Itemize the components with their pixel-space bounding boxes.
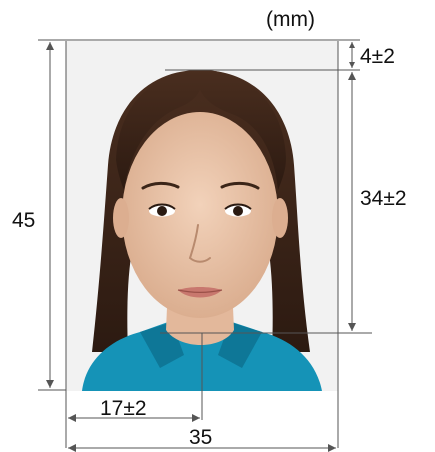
top-margin-label: 4±2 <box>360 45 395 68</box>
eyelid-left <box>148 203 176 210</box>
nose <box>188 224 211 263</box>
portrait-photo <box>66 41 338 391</box>
photo-height-label: 45 <box>12 209 36 232</box>
iris-left <box>157 206 167 216</box>
unit-label: (mm) <box>266 8 315 31</box>
eyebrow-right <box>220 181 260 190</box>
mouth-line <box>177 289 223 293</box>
eyebrow-left <box>141 181 180 190</box>
face <box>122 112 278 318</box>
ear-right <box>272 198 288 238</box>
ear-left <box>113 198 129 238</box>
arrowheads <box>46 42 356 452</box>
iris-right <box>233 206 243 216</box>
center-offset-label: 17±2 <box>100 397 147 420</box>
photo-width-label: 35 <box>189 426 213 449</box>
head-height-label: 34±2 <box>360 187 407 210</box>
hair-front <box>116 70 286 190</box>
eyelid-right <box>224 203 252 210</box>
